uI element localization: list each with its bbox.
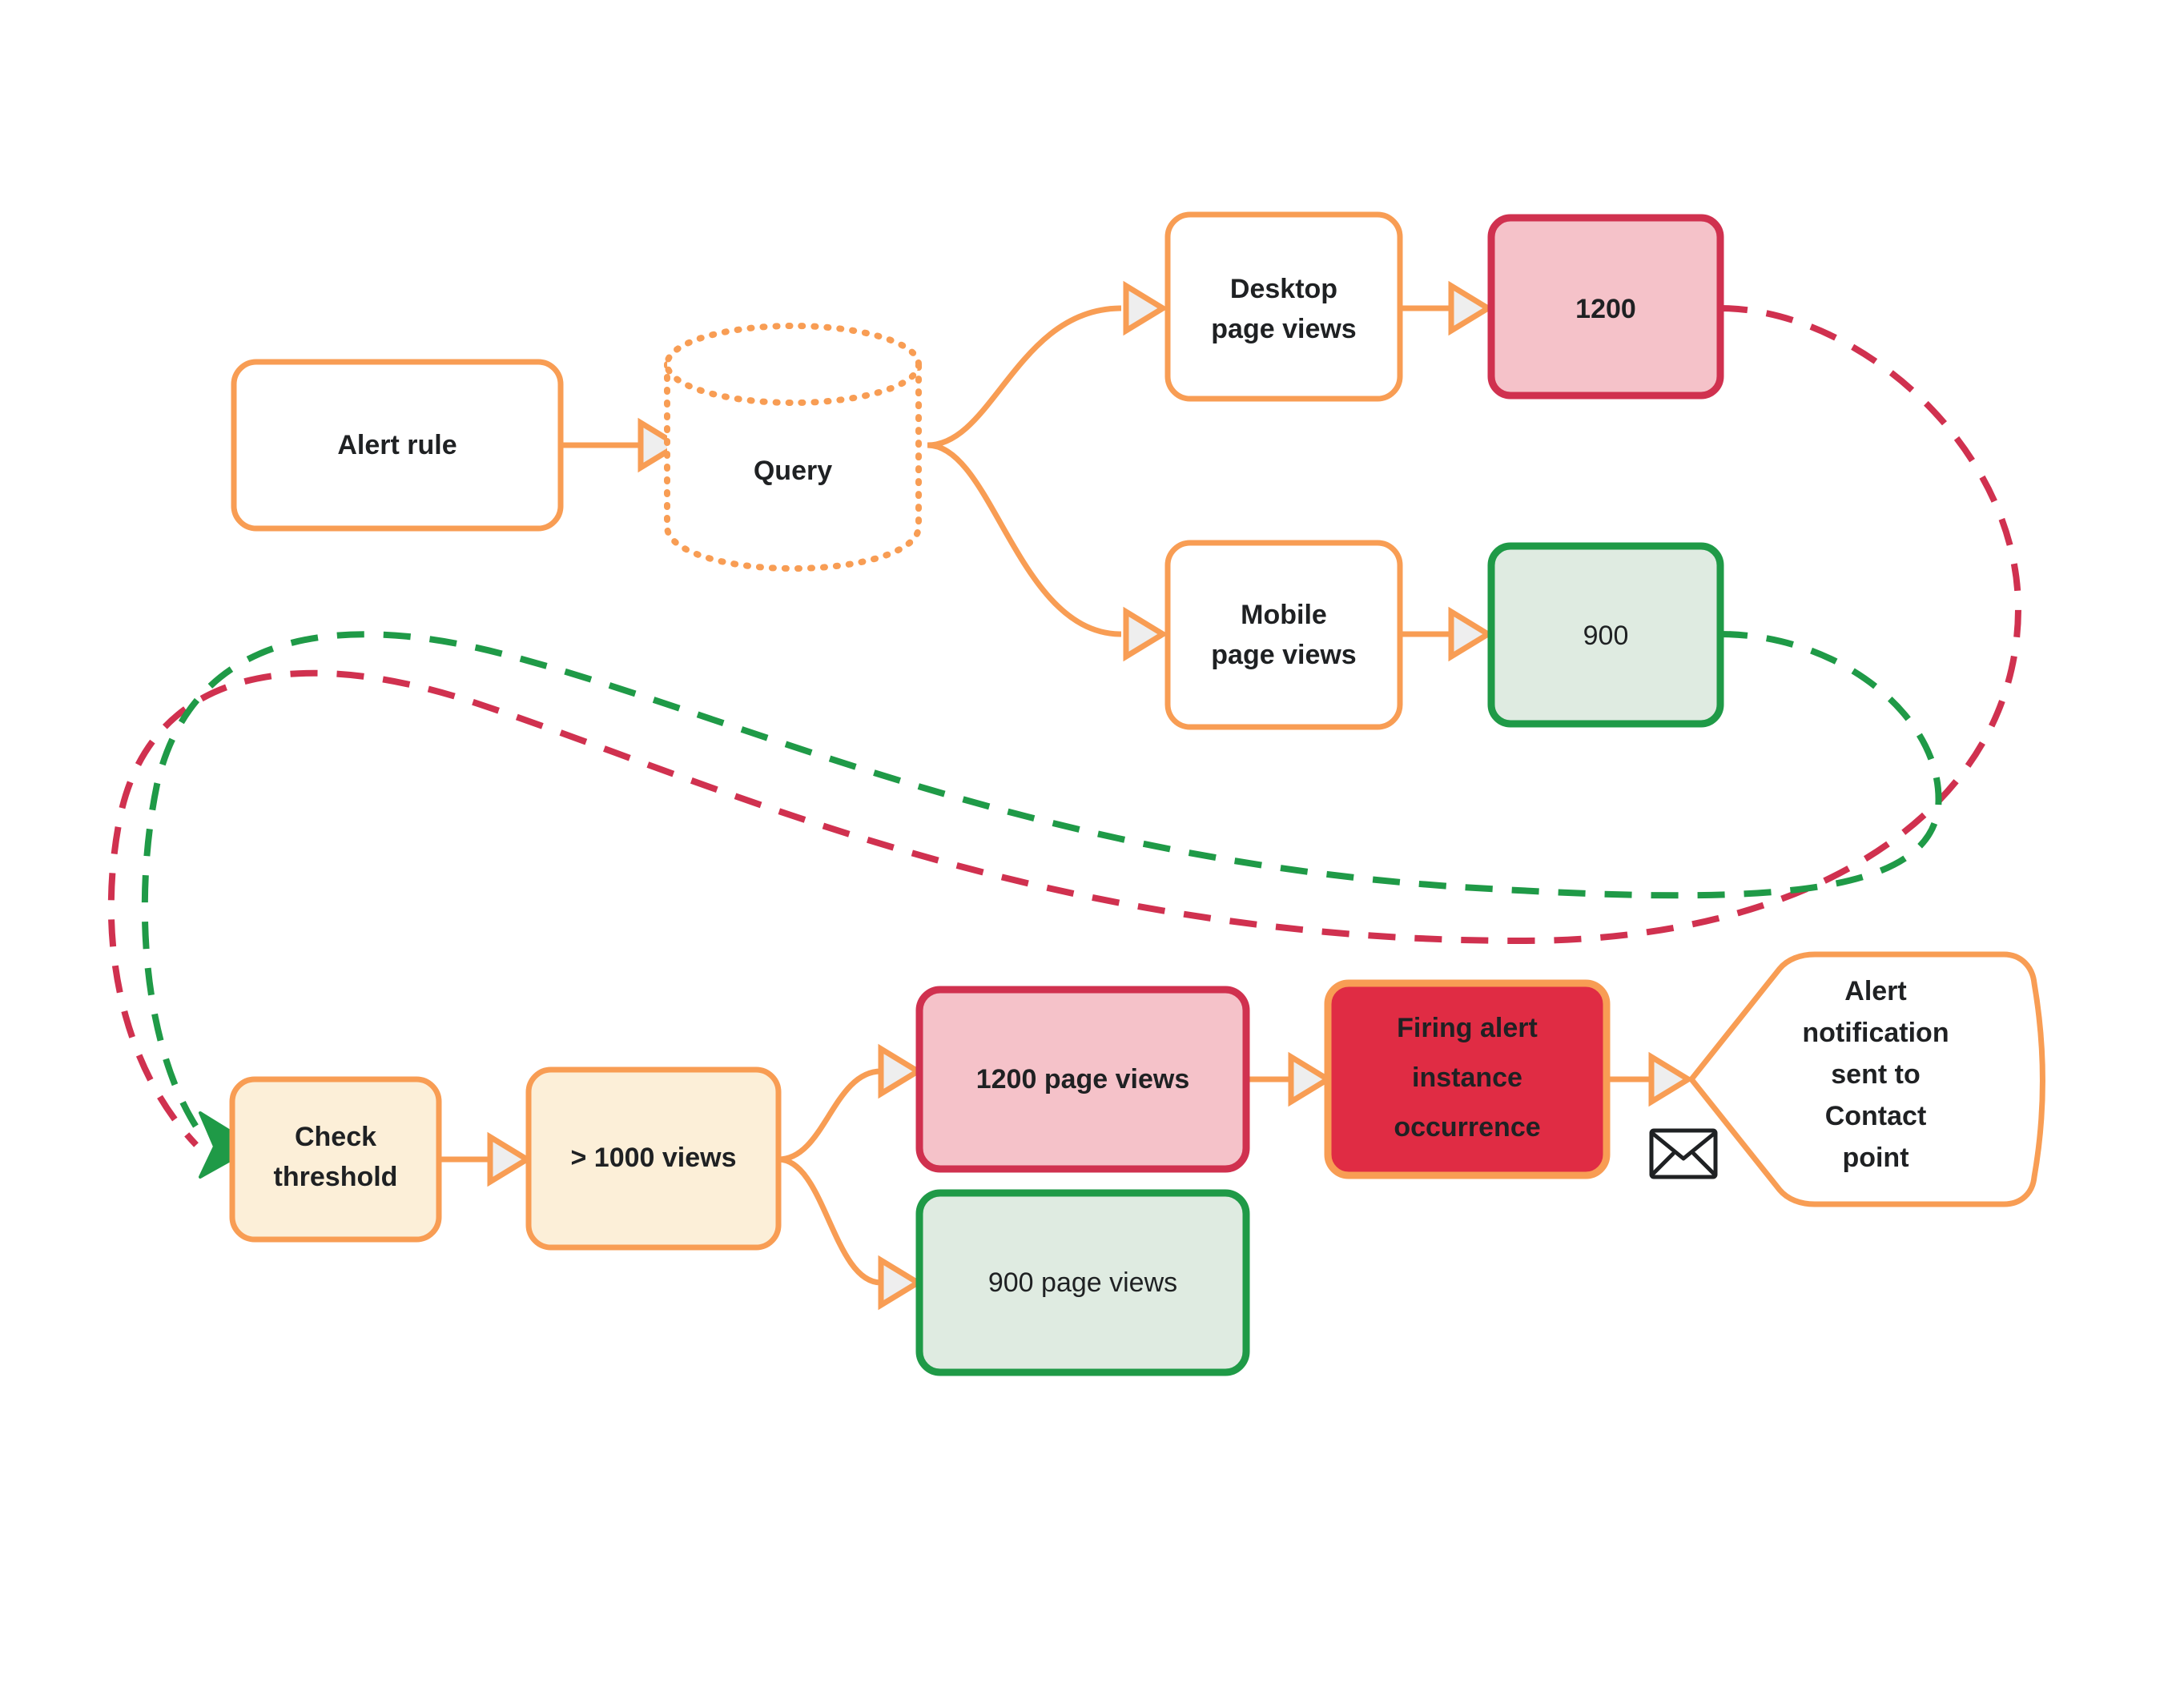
edge-value-1200-to-check-threshold	[107, 305, 2022, 1147]
alert-rule-label: Alert rule	[337, 430, 457, 460]
firing-alert-label-line3: occurrence	[1394, 1112, 1540, 1143]
edge-condition-to-views-1200	[778, 1043, 923, 1163]
firing-alert-label-line1: Firing alert	[1397, 1013, 1538, 1043]
edge-views-1200-to-firing-alert	[1246, 1051, 1333, 1107]
check-threshold-label-line2: threshold	[274, 1162, 398, 1192]
node-value-900[interactable]: 900	[1487, 542, 1724, 728]
firing-alert-box[interactable]	[1324, 979, 1611, 1179]
node-mobile-page-views[interactable]: Mobile page views	[1164, 540, 1403, 730]
value-900-label: 900	[1583, 621, 1629, 651]
mobile-page-views-label-line1: Mobile	[1241, 600, 1327, 630]
views-1200-label: 1200 page views	[976, 1064, 1190, 1095]
node-value-1200[interactable]: 1200	[1487, 214, 1724, 400]
notification-shape[interactable]	[1688, 951, 2045, 1207]
edge-firing-alert-to-notification	[1607, 1051, 1694, 1107]
edge-mobile-to-value-900	[1400, 606, 1494, 662]
query-label: Query	[754, 456, 832, 486]
desktop-page-views-label-line1: Desktop	[1230, 274, 1337, 304]
edge-alert-rule-to-query	[561, 417, 683, 473]
node-desktop-page-views[interactable]: Desktop page views	[1164, 211, 1403, 402]
firing-alert-label-line2: instance	[1412, 1062, 1522, 1093]
node-condition[interactable]: > 1000 views	[525, 1066, 782, 1251]
node-views-1200[interactable]: 1200 page views	[915, 986, 1250, 1173]
condition-label: > 1000 views	[570, 1143, 736, 1173]
desktop-page-views-box[interactable]	[1164, 211, 1403, 402]
value-1200-box[interactable]	[1487, 214, 1724, 400]
node-alert-rule[interactable]: Alert rule	[231, 359, 564, 532]
condition-box[interactable]	[525, 1066, 782, 1251]
notification-label-line1: Alert	[1844, 976, 1906, 1006]
desktop-page-views-label-line2: page views	[1211, 314, 1356, 344]
notification-label-line5: point	[1842, 1143, 1908, 1173]
check-threshold-box[interactable]	[229, 1076, 442, 1243]
query-cylinder-body	[664, 361, 922, 572]
node-query[interactable]: Query	[664, 323, 922, 572]
value-1200-label: 1200	[1575, 294, 1636, 324]
edge-check-threshold-to-condition	[439, 1131, 533, 1187]
notification-label-line2: notification	[1802, 1018, 1949, 1048]
query-cylinder-top	[664, 323, 922, 406]
edge-query-to-desktop	[927, 280, 1168, 448]
notification-label-line4: Contact	[1825, 1101, 1927, 1131]
envelope-icon	[1649, 1128, 1718, 1179]
mobile-page-views-box[interactable]	[1164, 540, 1403, 730]
edge-desktop-to-value-1200	[1400, 280, 1494, 336]
views-900-box[interactable]	[915, 1189, 1250, 1376]
mobile-page-views-label-line2: page views	[1211, 640, 1356, 670]
node-views-900[interactable]: 900 page views	[915, 1189, 1250, 1376]
node-firing-alert[interactable]: Firing alert instance occurrence	[1324, 979, 1611, 1179]
alert-rule-box[interactable]	[231, 359, 564, 532]
views-1200-box[interactable]	[915, 986, 1250, 1173]
node-check-threshold[interactable]: Check threshold	[229, 1076, 442, 1243]
edge-query-to-mobile	[927, 442, 1168, 662]
check-threshold-label-line1: Check	[295, 1122, 376, 1152]
value-900-box[interactable]	[1487, 542, 1724, 728]
notification-label-line3: sent to	[1831, 1059, 1920, 1090]
edge-condition-to-views-900	[778, 1156, 923, 1311]
node-notification[interactable]: Alert notification sent to Contact point	[1688, 951, 2045, 1207]
views-900-label: 900 page views	[988, 1267, 1177, 1298]
